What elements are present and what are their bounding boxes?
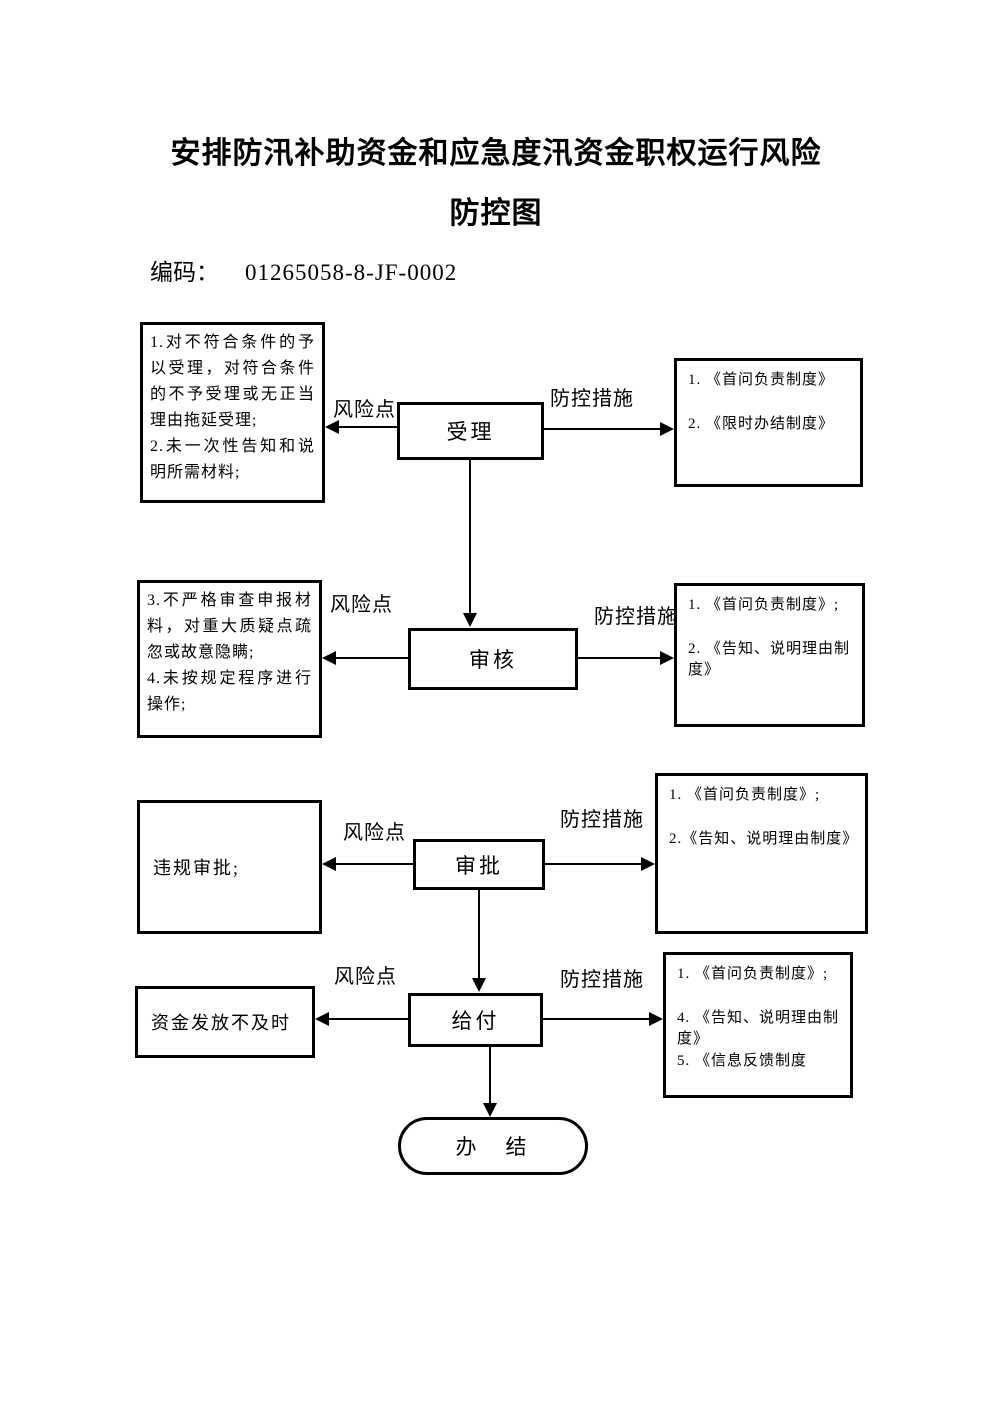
arrowhead-right-review <box>660 651 674 665</box>
arrow-line-risk-approve <box>336 863 413 865</box>
document-code: 编码： 01265058-8-JF-0002 <box>150 253 457 287</box>
risk-box-review: 3.不严格审查申报材料，对重大质疑点疏忽或故意隐瞒; 4.未按规定程序进行操作; <box>137 580 322 738</box>
process-box-approve: 审批 <box>413 839 545 890</box>
arrow-line-measure-review <box>578 657 660 659</box>
flow-line-pay-complete <box>489 1047 491 1103</box>
document-code-value: 01265058-8-JF-0002 <box>245 260 458 285</box>
risk-box-accept: 1.对不符合条件的予以受理，对符合条件的不予受理或无正当理由拖延受理; 2.未一… <box>140 322 325 503</box>
measure-box-review: 1. 《首问负责制度》; 2. 《告知、说明理由制度》 <box>674 583 865 727</box>
arrowhead-right-approve <box>641 857 655 871</box>
measure-label-approve: 防控措施 <box>560 809 644 831</box>
risk-label-review: 风险点 <box>330 594 393 616</box>
risk-label-pay: 风险点 <box>334 966 397 988</box>
arrow-line-measure-pay <box>543 1018 649 1020</box>
risk-box-approve: 违规审批; <box>137 800 322 934</box>
risk-label-approve: 风险点 <box>343 822 406 844</box>
arrow-line-risk-accept <box>339 426 397 428</box>
arrowhead-left-review <box>322 651 336 665</box>
process-box-pay: 给付 <box>408 993 543 1047</box>
arrowhead-right-accept <box>660 422 674 436</box>
flow-line-approve-pay <box>478 890 480 978</box>
arrow-line-measure-accept <box>544 428 660 430</box>
arrowhead-down-complete <box>483 1103 497 1117</box>
measure-box-approve: 1. 《首问负责制度》; 2.《告知、说明理由制度》 <box>655 773 868 934</box>
arrowhead-down-review <box>463 613 477 627</box>
flow-line-accept-review <box>469 460 471 613</box>
measure-label-accept: 防控措施 <box>550 388 634 410</box>
measure-label-review: 防控措施 <box>594 606 678 628</box>
risk-label-accept: 风险点 <box>333 399 396 421</box>
arrowhead-left-accept <box>325 420 339 434</box>
risk-box-pay: 资金发放不及时 <box>135 986 315 1058</box>
process-box-review: 审核 <box>408 628 578 690</box>
measure-box-pay: 1. 《首问负责制度》; 4. 《告知、说明理由制度》 5. 《信息反馈制度 <box>663 952 853 1098</box>
process-box-accept: 受理 <box>397 402 544 460</box>
terminal-complete: 办 结 <box>398 1117 588 1175</box>
page-title: 安排防汛补助资金和应急度汛资金职权运行风险 <box>170 137 822 170</box>
document-code-label: 编码： <box>150 260 219 285</box>
arrow-line-risk-review <box>336 657 408 659</box>
arrow-line-measure-approve <box>545 863 641 865</box>
arrowhead-down-pay <box>472 978 486 992</box>
arrowhead-left-pay <box>315 1012 329 1026</box>
arrow-line-risk-pay <box>329 1018 408 1020</box>
measure-box-accept: 1. 《首问负责制度》 2. 《限时办结制度》 <box>674 358 863 487</box>
measure-label-pay: 防控措施 <box>560 969 644 991</box>
page-title-line2: 防控图 <box>449 197 543 230</box>
arrowhead-left-approve <box>322 857 336 871</box>
arrowhead-right-pay <box>649 1012 663 1026</box>
